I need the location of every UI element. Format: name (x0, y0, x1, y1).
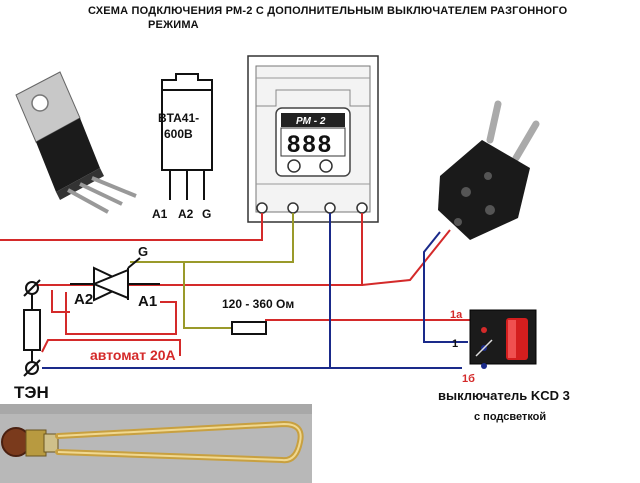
resistor (231, 321, 267, 335)
triac-part-line-2: 600B (164, 127, 193, 141)
triac-pin-a2: A2 (178, 207, 194, 221)
breaker-label: автомат 20А (90, 347, 176, 363)
switch-terminal-1: 1 (452, 338, 458, 350)
resistor-label: 120 - 360 Ом (222, 297, 294, 311)
switch-name: выключатель KCD 3 (438, 388, 570, 403)
relay-display: 888 (287, 131, 333, 158)
triac-pin-a1: A1 (152, 207, 168, 221)
red-wires (0, 213, 470, 356)
gate-wire (130, 213, 294, 329)
triac-photo (15, 71, 137, 214)
switch-terminal-1a: 1а (450, 309, 463, 321)
schematic-a2-label: A2 (74, 291, 93, 308)
schematic-a1-label: A1 (138, 293, 157, 310)
kcd3-switch (469, 309, 537, 369)
title-line-2: РЕЖИМА (148, 19, 199, 31)
title-line-1: СХЕМА ПОДКЛЮЧЕНИЯ РМ-2 С ДОПОЛНИТЕЛЬНЫМ … (88, 5, 568, 17)
diagram-title: СХЕМА ПОДКЛЮЧЕНИЯ РМ-2 С ДОПОЛНИТЕЛЬНЫМ … (88, 4, 608, 32)
schematic-gate-label: G (138, 244, 148, 259)
switch-terminal-1b: 1б (462, 373, 475, 385)
triac-outline (161, 73, 213, 200)
heater-symbol (23, 279, 41, 377)
triac-part-line-1: BTA41- (158, 111, 199, 125)
switch-subtitle: с подсветкой (474, 411, 546, 423)
relay-model: РМ - 2 (296, 116, 326, 127)
heater-element-photo (0, 404, 312, 483)
blue-wires (42, 213, 468, 369)
heater-label: ТЭН (14, 383, 49, 402)
triac-pin-g: G (202, 207, 211, 221)
triac-symbol (70, 257, 160, 302)
power-plug (438, 100, 540, 240)
relay-rm2 (247, 55, 379, 223)
